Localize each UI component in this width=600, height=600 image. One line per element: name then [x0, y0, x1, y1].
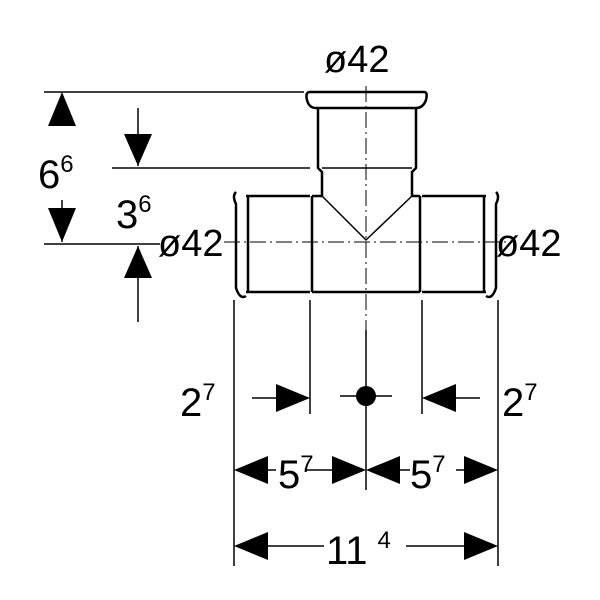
center-point — [356, 386, 376, 406]
dim-2-7-right-base: 2 — [502, 381, 524, 425]
dim-6-6-base: 6 — [38, 153, 60, 197]
dim-11-4-label: 11 4 — [326, 527, 391, 573]
center-lines — [224, 86, 508, 330]
dim-3-6-base: 3 — [116, 193, 138, 237]
arrow-5-7-right-a — [366, 456, 400, 484]
dim-5-7-right-base: 5 — [410, 453, 432, 497]
arrow-6-6-down — [48, 208, 76, 242]
dim-2-7-left-sup: 7 — [202, 379, 215, 406]
dim-5-7-left-base: 5 — [278, 453, 300, 497]
arrow-5-7-right-b — [464, 456, 498, 484]
vertical-dimensions — [44, 91, 310, 322]
tee-body — [312, 194, 420, 294]
tee-fitting — [232, 90, 500, 299]
arrow-3-6-up — [124, 246, 152, 278]
dim-3-6-label: 36 — [116, 191, 152, 237]
arrow-11-4-left — [234, 532, 268, 560]
horizontal-arrowheads — [234, 384, 498, 560]
horizontal-dimensions — [233, 300, 499, 566]
dim-11-4-sup: 4 — [378, 527, 391, 554]
arrow-6-6-up — [48, 92, 76, 126]
arrow-5-7-left-a — [234, 456, 268, 484]
dim-11-4-base: 11 — [326, 529, 368, 573]
arrow-2-7-right — [422, 384, 456, 412]
dim-6-6-label: 66 — [38, 151, 74, 197]
top-socket — [316, 108, 418, 196]
dim-5-7-right-sup: 7 — [432, 451, 445, 478]
diameter-top-label: ø42 — [324, 39, 389, 81]
arrow-3-6-down — [124, 134, 152, 166]
top-socket-flange — [305, 90, 428, 110]
dim-3-6-sup: 6 — [138, 191, 151, 218]
dim-2-7-left-label: 27 — [180, 379, 216, 425]
arrow-5-7-left-b — [332, 456, 366, 484]
dim-5-7-left-label: 57 — [278, 451, 314, 497]
bore-junction — [321, 195, 413, 241]
dim-2-7-left-base: 2 — [180, 381, 202, 425]
dim-2-7-right-sup: 7 — [524, 379, 537, 406]
right-socket — [422, 191, 500, 299]
diameter-left-label: ø42 — [158, 223, 223, 265]
vertical-arrowheads — [48, 92, 152, 278]
arrow-2-7-left — [276, 384, 310, 412]
dim-2-7-right-label: 27 — [502, 379, 538, 425]
dim-5-7-right-label: 57 — [410, 451, 446, 497]
arrow-11-4-right — [464, 532, 498, 560]
left-socket — [232, 191, 310, 299]
dim-6-6-sup: 6 — [60, 151, 73, 178]
dim-5-7-left-sup: 7 — [300, 451, 313, 478]
diameter-right-label: ø42 — [496, 223, 561, 265]
